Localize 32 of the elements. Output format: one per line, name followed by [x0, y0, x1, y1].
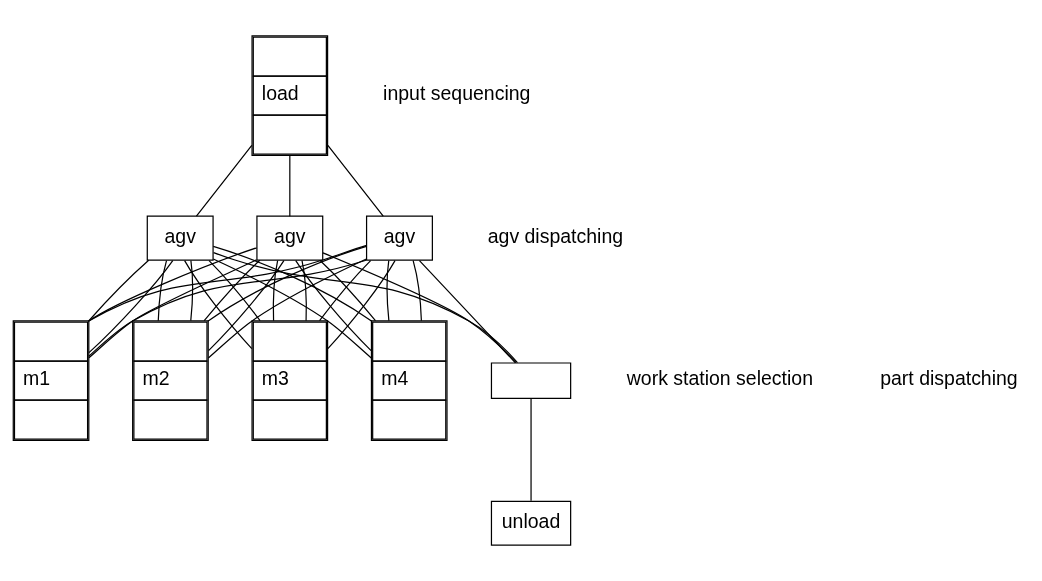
label: agv dispatching [487, 224, 624, 247]
node-box [490, 362, 572, 399]
connector [88, 259, 258, 359]
connector [207, 260, 285, 352]
connector [530, 397, 532, 502]
label: work station selection [626, 367, 814, 390]
connector [190, 260, 194, 322]
connector [195, 144, 253, 217]
connector [327, 144, 384, 217]
connector [322, 252, 517, 364]
connector [87, 244, 368, 322]
connector [301, 260, 307, 322]
connector [289, 154, 291, 217]
connector [88, 260, 174, 354]
connector [418, 260, 517, 364]
connector [213, 252, 519, 364]
node-box: unload [490, 500, 572, 546]
node-box: agv [365, 215, 433, 261]
connector [386, 260, 390, 322]
connector [412, 260, 422, 322]
connector [88, 259, 150, 322]
label: part dispatching [880, 367, 1018, 390]
connector [87, 247, 258, 322]
node-box: agv [146, 215, 214, 261]
connector [88, 259, 367, 357]
connector [157, 260, 168, 322]
node-box: agv [256, 215, 324, 261]
connector [327, 260, 396, 350]
label: input sequencing [383, 82, 531, 105]
connector [295, 260, 372, 352]
connector [272, 260, 279, 322]
connector [184, 260, 253, 350]
